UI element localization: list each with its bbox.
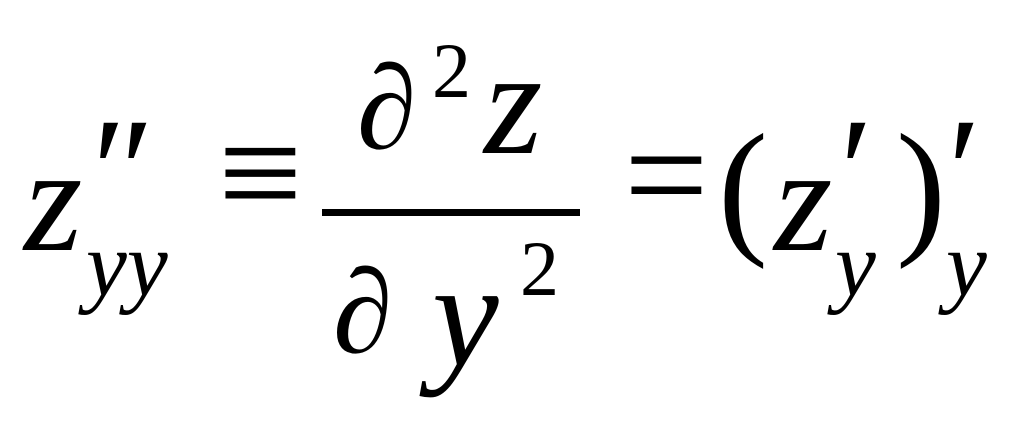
lhs-subscript-yy: yy bbox=[86, 213, 168, 315]
rhs-outer-prime: ′ bbox=[948, 88, 981, 254]
lhs-base-z: z bbox=[24, 117, 83, 283]
numerator-power: 2 bbox=[432, 27, 471, 114]
numerator-variable-z: z bbox=[484, 20, 543, 186]
rhs-outer-subscript-y: y bbox=[946, 213, 987, 315]
rhs-inner-prime: ′ bbox=[840, 88, 873, 254]
numerator-partial: ∂ bbox=[357, 41, 417, 174]
equiv-sign: ≡ bbox=[218, 90, 303, 256]
fraction-bar bbox=[322, 209, 580, 216]
denominator-variable-y: y bbox=[432, 232, 499, 398]
equals-sign: = bbox=[624, 92, 709, 258]
open-paren: ( bbox=[718, 104, 768, 270]
lhs-double-prime: ″ bbox=[92, 88, 155, 254]
denominator-power: 2 bbox=[520, 225, 559, 312]
close-paren: ) bbox=[896, 104, 946, 270]
rhs-inner-base-z: z bbox=[774, 117, 833, 283]
rhs-inner-subscript-y: y bbox=[835, 213, 876, 315]
denominator-partial: ∂ bbox=[333, 245, 393, 378]
